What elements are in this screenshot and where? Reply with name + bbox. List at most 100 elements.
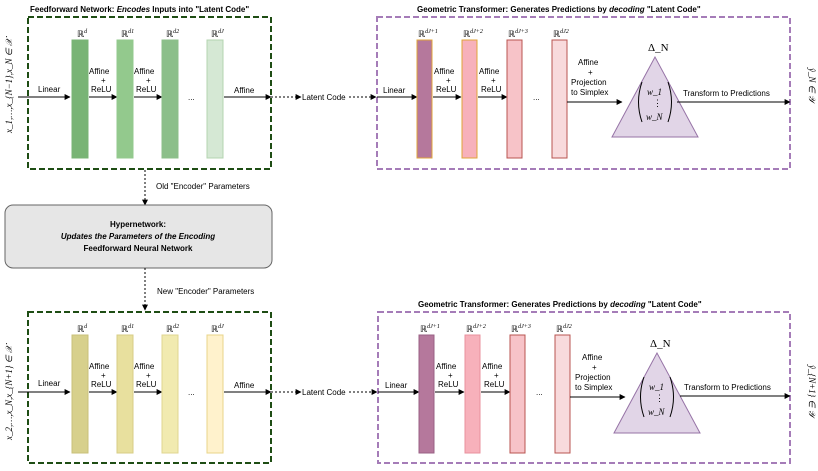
- latent-code-label: Latent Code: [302, 93, 346, 102]
- plus-label: +: [494, 371, 499, 380]
- simplex-w1: w_1: [649, 382, 664, 392]
- plus-label: +: [146, 76, 151, 85]
- plus-label: +: [592, 363, 597, 372]
- plus-label: +: [491, 76, 496, 85]
- affine-relu-label: Affine: [89, 362, 110, 371]
- simplex-triangle: [611, 55, 699, 138]
- transformer-title: Geometric Transformer: Generates Predict…: [418, 300, 702, 309]
- layer-dim: ℝdJ2: [553, 29, 569, 39]
- layer-bar: [551, 39, 568, 159]
- relu-label: ReLU: [484, 380, 505, 389]
- layer-dim: ℝdJ+1: [418, 29, 438, 39]
- layer-bar: [206, 334, 224, 454]
- input-label: x_1,…,x_{N−1},x_N ∈ 𝒳: [4, 35, 14, 134]
- plus-label: +: [146, 371, 151, 380]
- relu-label: ReLU: [136, 85, 157, 94]
- transformer-title: Geometric Transformer: Generates Predict…: [417, 5, 701, 14]
- encoder-title: Feedforward Network: Encodes Inputs into…: [30, 5, 249, 14]
- top-row: Feedforward Network: Encodes Inputs into…: [4, 5, 817, 170]
- layer-dim: ℝd1: [121, 324, 134, 334]
- to-simplex-label: to Simplex: [575, 383, 612, 392]
- linear-label: Linear: [383, 86, 406, 95]
- encoder-box: [27, 16, 272, 170]
- linear-label: Linear: [385, 381, 408, 390]
- layer-dim: ℝdJ+2: [463, 29, 483, 39]
- layer-dim: ℝdJ+1: [420, 324, 440, 334]
- linear-label: Linear: [38, 85, 61, 94]
- to-simplex-label: to Simplex: [571, 88, 608, 97]
- layer-dim: ℝd2: [166, 29, 179, 39]
- relu-label: ReLU: [436, 85, 457, 94]
- simplex-bracket-right: [667, 81, 672, 123]
- relu-label: ReLU: [438, 380, 459, 389]
- latent-code-label: Latent Code: [302, 388, 346, 397]
- layer-bar: [464, 334, 481, 454]
- ellipsis: ...: [536, 388, 543, 397]
- transformer-box: [377, 311, 791, 464]
- simplex-label: Δ_N: [650, 338, 671, 350]
- affine-label: Affine: [234, 86, 255, 95]
- ellipsis: ...: [188, 388, 195, 397]
- relu-label: ReLU: [136, 380, 157, 389]
- output-label: ŷ_{N+1} ∈ 𝒴: [807, 364, 817, 420]
- simplex-bracket-right: [669, 376, 674, 418]
- layer-bar: [206, 39, 224, 159]
- ellipsis: ...: [188, 93, 195, 102]
- simplex-dots: ⋮: [653, 98, 662, 108]
- layer-dim: ℝd1: [121, 29, 134, 39]
- layer-dim: ℝdJ: [211, 324, 224, 334]
- affine-label: Affine: [234, 381, 255, 390]
- plus-label: +: [588, 68, 593, 77]
- linear-label: Linear: [38, 379, 61, 388]
- layer-bar: [161, 39, 179, 159]
- hypernetwork-title: Hypernetwork:: [110, 220, 166, 229]
- transform-label: Transform to Predictions: [683, 89, 770, 98]
- affine-projection-label: Affine: [582, 353, 603, 362]
- relu-label: ReLU: [481, 85, 502, 94]
- ellipsis: ...: [533, 93, 540, 102]
- plus-label: +: [446, 76, 451, 85]
- simplex-bracket-left: [638, 81, 643, 123]
- old-params-label: Old "Encoder" Parameters: [156, 182, 250, 191]
- relu-label: ReLU: [91, 380, 112, 389]
- layer-bar: [461, 39, 478, 159]
- plus-label: +: [101, 76, 106, 85]
- layer-bar: [506, 39, 523, 159]
- simplex-wn: w_N: [646, 112, 664, 122]
- plus-label: +: [448, 371, 453, 380]
- layer-bar: [416, 39, 433, 159]
- plus-label: +: [101, 371, 106, 380]
- simplex-dots: ⋮: [655, 393, 664, 403]
- simplex-w1: w_1: [647, 87, 662, 97]
- projection-label: Projection: [571, 78, 607, 87]
- layer-bar: [509, 334, 526, 454]
- simplex-triangle: [613, 351, 701, 434]
- affine-relu-label: Affine: [134, 362, 155, 371]
- transform-label: Transform to Predictions: [684, 383, 771, 392]
- affine-projection-label: Affine: [578, 58, 599, 67]
- affine-relu-label: Affine: [89, 67, 110, 76]
- relu-label: ReLU: [91, 85, 112, 94]
- layer-dim: ℝd2: [166, 324, 179, 334]
- projection-label: Projection: [575, 373, 611, 382]
- layer-bar: [116, 334, 134, 454]
- input-label: x_2,…,x_N,x_{N+1} ∈ 𝒳: [4, 342, 14, 441]
- affine-relu-label: Affine: [434, 67, 455, 76]
- layer-dim: ℝdJ+3: [511, 324, 531, 334]
- affine-relu-label: Affine: [482, 362, 503, 371]
- affine-relu-label: Affine: [436, 362, 457, 371]
- layer-bar: [418, 334, 435, 454]
- hypernetwork-box: [4, 204, 273, 269]
- affine-relu-label: Affine: [134, 67, 155, 76]
- layer-bar: [161, 334, 179, 454]
- encoder-box: [27, 311, 272, 464]
- layer-dim: ℝd: [77, 324, 88, 334]
- hypernetwork-line2: Updates the Parameters of the Encoding: [61, 232, 215, 241]
- layer-bar: [116, 39, 134, 159]
- bottom-row: x_2,…,x_N,x_{N+1} ∈ 𝒳 Linear ℝd Affine +…: [4, 300, 817, 464]
- simplex-wn: w_N: [648, 407, 666, 417]
- output-label: ŷ_N ∈ 𝒴: [807, 67, 817, 105]
- layer-dim: ℝdJ+2: [466, 324, 486, 334]
- layer-dim: ℝdJ: [211, 29, 224, 39]
